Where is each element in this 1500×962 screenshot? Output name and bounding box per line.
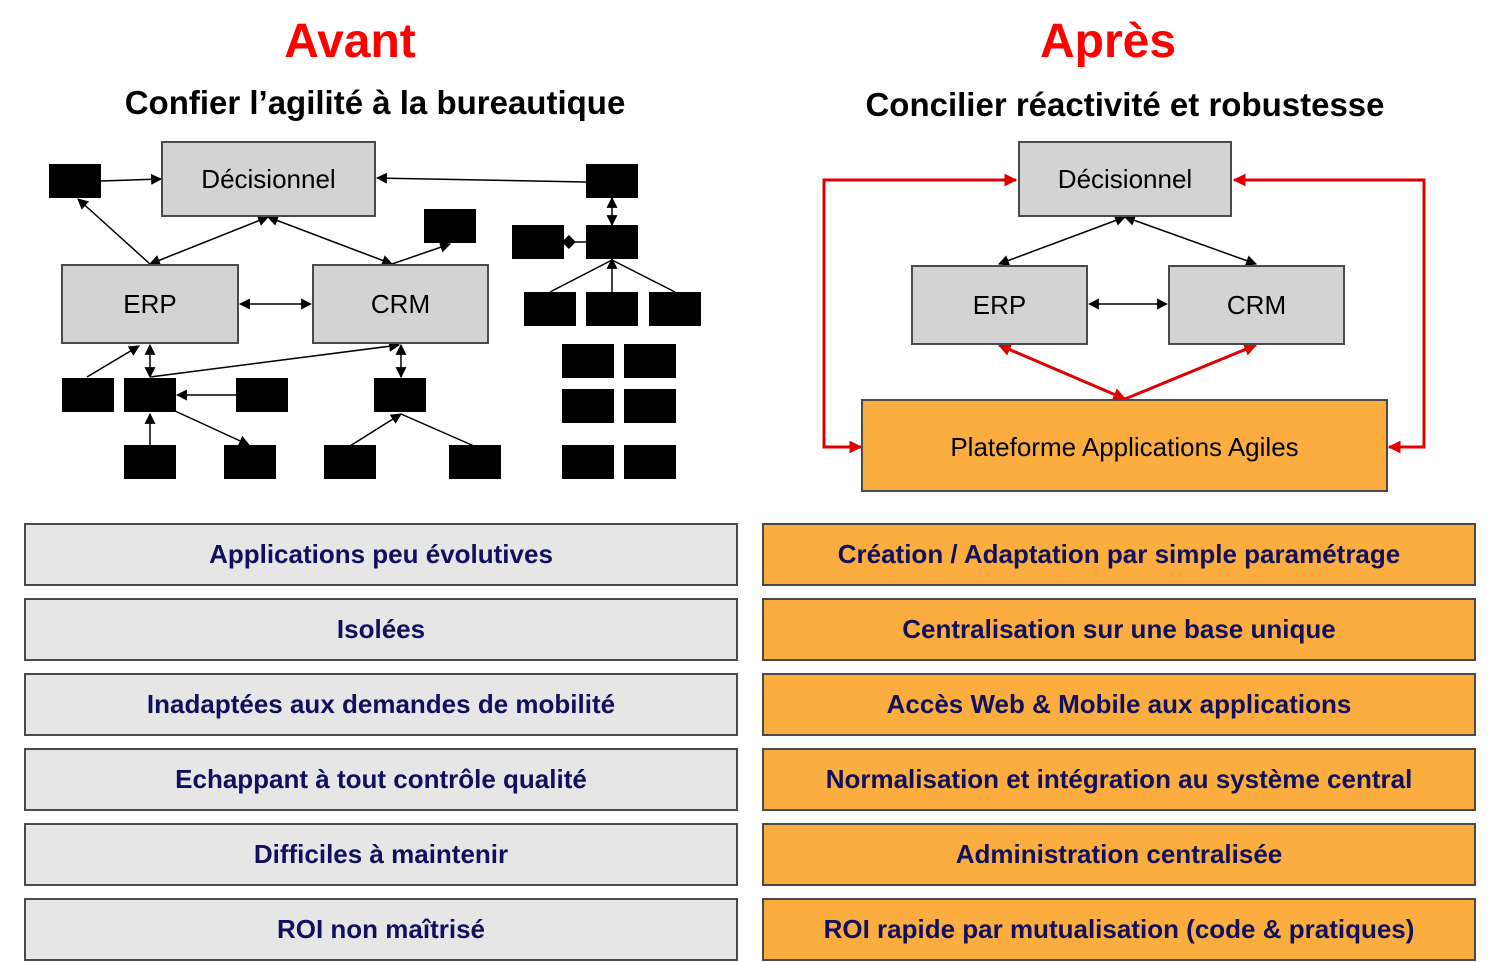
after-node-crm <box>1168 265 1345 345</box>
before-point-5: Difficiles à maintenir <box>24 823 738 886</box>
before-connectors <box>77 172 676 447</box>
after-point-2: Centralisation sur une base unique <box>762 598 1476 661</box>
before-point-3: Inadaptées aux demandes de mobilité <box>24 673 738 736</box>
left-title: Avant <box>284 15 416 68</box>
after-node-erp <box>911 265 1088 345</box>
isolated-app-block <box>124 445 176 479</box>
before-node-decisionnel <box>161 141 376 217</box>
before-point-2: Isolées <box>24 598 738 661</box>
after-label-decisionnel: Décisionnel <box>1058 164 1192 194</box>
isolated-app-block <box>374 378 426 412</box>
after-point-3: Accès Web & Mobile aux applications <box>762 673 1476 736</box>
after-node-decisionnel <box>1018 141 1232 217</box>
after-point-1: Création / Adaptation par simple paramét… <box>762 523 1476 586</box>
isolated-app-block <box>449 445 501 479</box>
isolated-app-block <box>62 378 114 412</box>
after-node-platform <box>861 399 1388 492</box>
after-platform-links <box>822 173 1426 454</box>
isolated-app-block <box>586 225 638 259</box>
isolated-app-block <box>624 445 676 479</box>
after-point-4: Normalisation et intégration au système … <box>762 748 1476 811</box>
before-node-crm <box>312 264 489 344</box>
isolated-app-block <box>49 164 101 198</box>
left-subtitle: Confier l’agilité à la bureautique <box>124 84 626 121</box>
before-point-6: ROI non maîtrisé <box>24 898 738 961</box>
isolated-app-block <box>324 445 376 479</box>
isolated-app-block <box>649 292 701 326</box>
isolated-app-block <box>562 389 614 423</box>
after-label-platform: Plateforme Applications Agiles <box>950 432 1298 462</box>
isolated-app-block <box>236 378 288 412</box>
isolated-app-block <box>624 389 676 423</box>
isolated-app-block <box>224 445 276 479</box>
isolated-app-block <box>524 292 576 326</box>
after-point-6: ROI rapide par mutualisation (code & pra… <box>762 898 1476 961</box>
before-label-crm: CRM <box>371 289 430 319</box>
after-label-erp: ERP <box>973 290 1026 320</box>
after-diagram: Décisionnel ERP CRM Plateforme Applicati… <box>822 141 1426 492</box>
isolated-app-block <box>586 292 638 326</box>
isolated-app-block <box>424 209 476 243</box>
before-isolated-apps <box>49 164 701 479</box>
before-label-decisionnel: Décisionnel <box>201 164 335 194</box>
isolated-app-block <box>624 344 676 378</box>
after-point-5: Administration centralisée <box>762 823 1476 886</box>
after-label-crm: CRM <box>1227 290 1286 320</box>
right-subtitle: Concilier réactivité et robustesse <box>865 86 1385 123</box>
right-title: Après <box>1039 15 1177 68</box>
before-label-erp: ERP <box>123 289 176 319</box>
before-point-4: Echappant à tout contrôle qualité <box>24 748 738 811</box>
isolated-app-block <box>124 378 176 412</box>
isolated-app-block <box>512 225 564 259</box>
before-node-erp <box>61 264 239 344</box>
before-point-1: Applications peu évolutives <box>24 523 738 586</box>
isolated-app-block <box>562 445 614 479</box>
before-diagram: Décisionnel ERP CRM <box>49 141 701 479</box>
isolated-app-block <box>562 344 614 378</box>
isolated-app-block <box>586 164 638 198</box>
